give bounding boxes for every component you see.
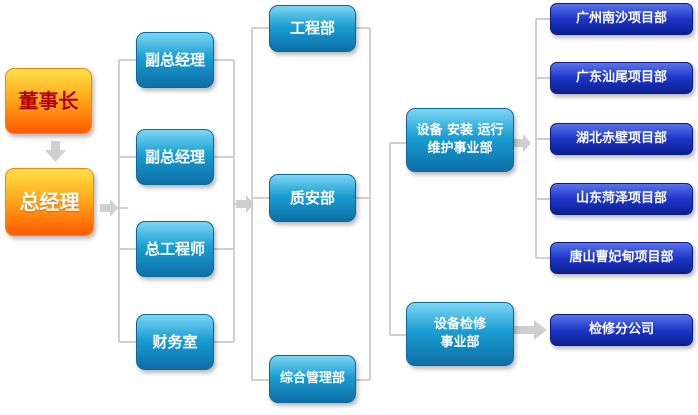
project-shandong-heze-box: 山东菏泽项目部	[550, 183, 693, 215]
project-tangshan-caofeidian-box: 唐山曹妃甸项目部	[550, 242, 693, 274]
chief-engineer-box: 总工程师	[136, 221, 214, 277]
project-hubei-chibi-box: 湖北赤壁项目部	[550, 123, 693, 155]
general-manager-box: 总经理	[5, 168, 94, 236]
engineering-dept-box: 工程部	[269, 5, 356, 52]
project-guangzhou-nansha-box: 广州南沙项目部	[550, 3, 693, 35]
general-admin-dept-box: 综合管理部	[269, 355, 356, 403]
finance-office-box: 财务室	[136, 314, 214, 370]
deputy-gm-box-2: 副总经理	[136, 129, 214, 185]
equipment-overhaul-division-box: 设备检修 事业部	[406, 302, 514, 366]
quality-safety-dept-box: 质安部	[269, 174, 356, 222]
overhaul-subsidiary-box: 检修分公司	[550, 314, 693, 346]
division-2-label: 设备检修 事业部	[433, 317, 486, 350]
division-1-label: 设备 安装 运行 维护事业部	[416, 123, 504, 156]
board-chairman-box: 董事长	[5, 68, 92, 134]
deputy-gm-box-1: 副总经理	[136, 32, 214, 88]
project-guangdong-shanwei-box: 广东汕尾项目部	[550, 62, 693, 94]
equipment-install-division-box: 设备 安装 运行 维护事业部	[406, 108, 514, 172]
